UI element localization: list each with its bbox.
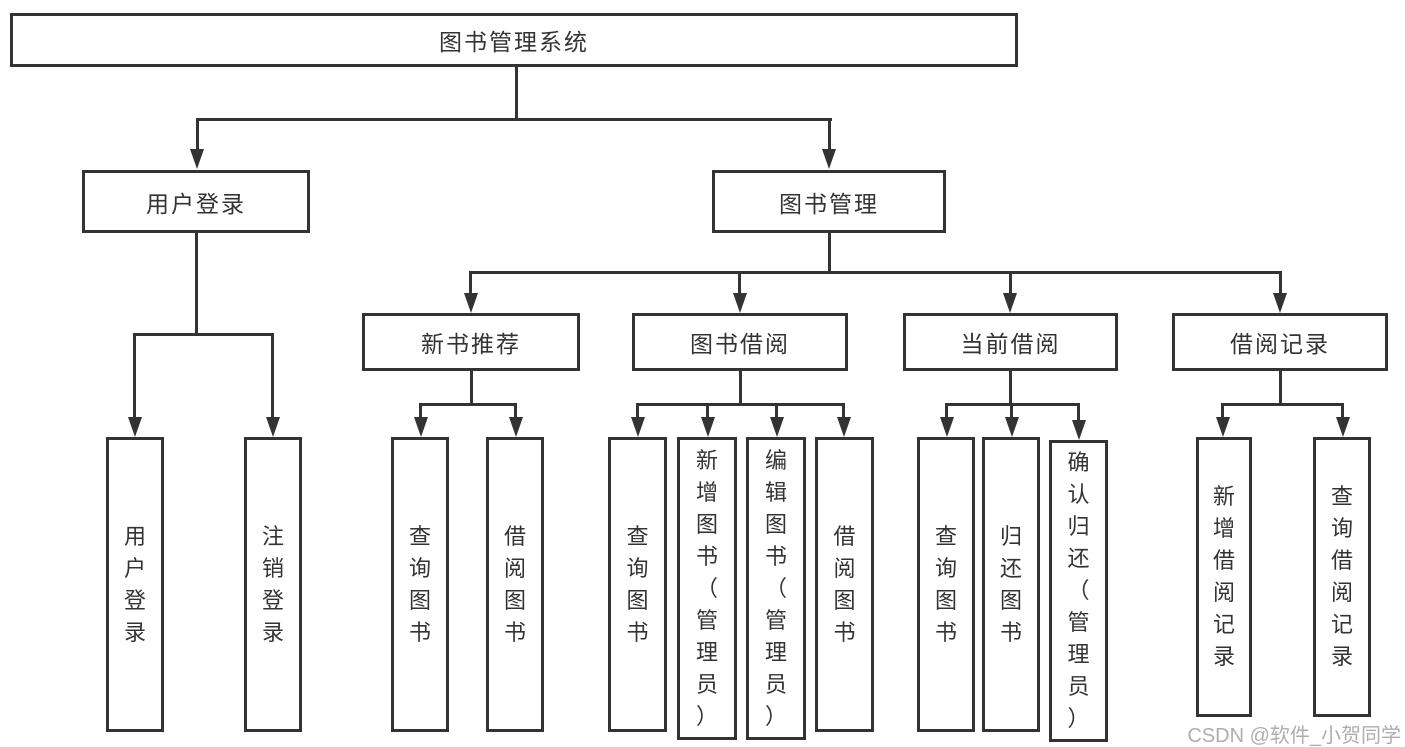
- node-borrow-records: 借阅记录: [1172, 313, 1388, 371]
- node-book-borrow: 图书借阅: [632, 313, 848, 371]
- arrow-down-icon: [509, 417, 523, 437]
- connector-leaf-stem: [706, 403, 709, 418]
- arrow-down-icon: [464, 293, 478, 313]
- connector-group-stem: [1279, 271, 1282, 294]
- node-borrow-records-label: 借阅记录: [1230, 331, 1330, 357]
- connector-group2-stem: [739, 371, 742, 405]
- leaf-confirm-return-admin: 确认归还（管理员）: [1049, 440, 1108, 742]
- connector-user-login-stem: [195, 233, 198, 335]
- leaf-edit-books-admin: 编辑图书（管理员）: [746, 437, 806, 740]
- connector-leaf-stem: [271, 333, 274, 417]
- leaf-confirm-return-admin-label: 确认归还（管理员）: [1067, 450, 1090, 731]
- arrow-down-icon: [414, 417, 428, 437]
- leaf-borrow-books-label: 借阅图书: [833, 523, 856, 645]
- arrow-down-icon: [1336, 417, 1350, 437]
- connector-to-user-login-stem: [196, 118, 199, 150]
- leaf-query-books-current: 查询图书: [917, 437, 975, 732]
- leaf-add-borrow-record-label: 新增借阅记录: [1212, 484, 1235, 669]
- arrow-down-icon: [190, 149, 204, 169]
- connector-leaf-stem: [133, 333, 136, 417]
- leaf-add-books-admin-label: 新增图书（管理员）: [695, 447, 718, 729]
- node-current-borrow: 当前借阅: [903, 313, 1118, 371]
- leaf-user-login: 用户登录: [106, 437, 164, 732]
- connector-leaf-stem: [1010, 403, 1013, 418]
- connector-user-login-hbar: [133, 333, 274, 336]
- leaf-query-borrow-record-label: 查询借阅记录: [1330, 484, 1353, 669]
- node-new-book-recommend: 新书推荐: [362, 313, 580, 371]
- arrow-down-icon: [733, 293, 747, 313]
- node-book-management-label: 图书管理: [779, 190, 879, 217]
- leaf-borrow-books-recommend-label: 借阅图书: [503, 523, 526, 645]
- leaf-add-borrow-record: 新增借阅记录: [1196, 437, 1252, 717]
- leaf-borrow-books-recommend: 借阅图书: [486, 437, 544, 732]
- connector-root-stem: [515, 67, 518, 120]
- csdn-watermark: CSDN @软件_小贺同学: [1187, 725, 1401, 747]
- arrow-down-icon: [1273, 293, 1287, 313]
- leaf-query-books-current-label: 查询图书: [934, 523, 957, 645]
- node-current-borrow-label: 当前借阅: [960, 331, 1061, 357]
- connector-group-stem: [1009, 271, 1012, 294]
- node-new-book-recommend-label: 新书推荐: [421, 331, 521, 357]
- connector-leaf-stem: [1341, 403, 1344, 418]
- arrow-down-icon: [128, 417, 142, 437]
- connector-root-hbar: [196, 118, 832, 121]
- leaf-query-books-recommend-label: 查询图书: [408, 523, 431, 645]
- arrow-down-icon: [837, 417, 851, 437]
- arrow-down-icon: [701, 417, 715, 437]
- connector-leaf-stem: [1077, 403, 1080, 420]
- leaf-borrow-books: 借阅图书: [815, 437, 874, 732]
- connector-leaf-stem: [945, 403, 948, 418]
- arrow-down-icon: [940, 417, 954, 437]
- connector-group1-hbar: [419, 403, 517, 406]
- leaf-query-books-recommend: 查询图书: [391, 437, 449, 732]
- connector-leaf-stem: [636, 403, 639, 418]
- arrow-down-icon: [822, 149, 836, 169]
- leaf-logout: 注销登录: [244, 437, 302, 732]
- connector-group1-stem: [470, 371, 473, 405]
- arrow-down-icon: [1005, 417, 1019, 437]
- node-user-login-label: 用户登录: [146, 190, 246, 217]
- connector-to-book-mgmt-stem: [828, 118, 831, 150]
- leaf-query-books-borrow-label: 查询图书: [626, 523, 649, 645]
- leaf-edit-books-admin-label: 编辑图书（管理员）: [764, 447, 787, 729]
- connector-group4-hbar: [1221, 403, 1344, 406]
- arrow-down-icon: [1216, 417, 1230, 437]
- connector-leaf-stem: [514, 403, 517, 418]
- leaf-return-books-label: 归还图书: [999, 523, 1022, 645]
- node-book-management: 图书管理: [712, 170, 946, 233]
- arrow-down-icon: [770, 417, 784, 437]
- arrow-down-icon: [1072, 420, 1086, 440]
- connector-leaf-stem: [842, 403, 845, 418]
- connector-group-stem: [469, 271, 472, 294]
- connector-book-mgmt-stem: [828, 233, 831, 274]
- leaf-add-books-admin: 新增图书（管理员）: [677, 437, 737, 740]
- node-root: 图书管理系统: [10, 13, 1018, 67]
- leaf-return-books: 归还图书: [982, 437, 1040, 732]
- connector-book-mgmt-hbar: [469, 271, 1282, 274]
- connector-leaf-stem: [1221, 403, 1224, 418]
- node-root-label: 图书管理系统: [439, 29, 589, 55]
- connector-leaf-stem: [775, 403, 778, 418]
- connector-group3-stem: [1009, 371, 1012, 405]
- leaf-query-borrow-record: 查询借阅记录: [1313, 437, 1371, 717]
- arrow-down-icon: [1003, 293, 1017, 313]
- arrow-down-icon: [266, 417, 280, 437]
- arrow-down-icon: [631, 417, 645, 437]
- leaf-query-books-borrow: 查询图书: [608, 437, 667, 732]
- connector-group4-stem: [1279, 371, 1282, 405]
- connector-leaf-stem: [419, 403, 422, 418]
- connector-group2-hbar: [636, 403, 845, 406]
- leaf-user-login-label: 用户登录: [123, 523, 146, 645]
- node-user-login: 用户登录: [82, 170, 310, 233]
- connector-group-stem: [738, 271, 741, 294]
- leaf-logout-label: 注销登录: [261, 523, 284, 645]
- node-book-borrow-label: 图书借阅: [690, 331, 790, 357]
